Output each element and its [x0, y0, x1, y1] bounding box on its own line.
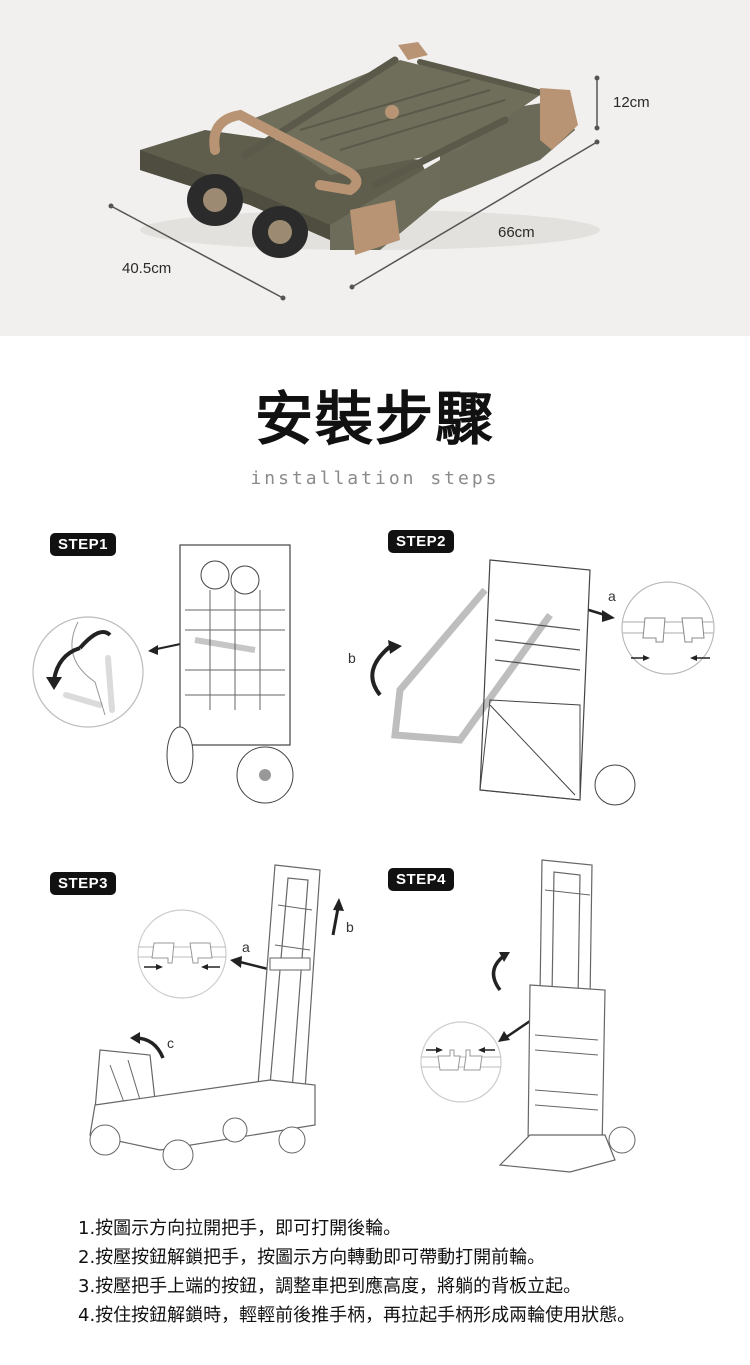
- step2-label-a: a: [608, 588, 616, 604]
- step3-label-c: c: [167, 1035, 174, 1051]
- step1-diagram: [30, 530, 350, 820]
- instruction-step-4: 4.按住按鈕解鎖時，輕輕前後推手柄，再拉起手柄形成兩輪使用狀態。: [78, 1305, 636, 1326]
- length-dimension-label: 66cm: [498, 224, 535, 241]
- instruction-step-2: 2.按壓按鈕解鎖把手，按圖示方向轉動即可帶動打開前輪。: [78, 1247, 546, 1268]
- step3-cart-illustration: a b c: [89, 864, 354, 1171]
- product-hero-image: 12cm 66cm 40.5cm: [0, 0, 750, 336]
- step3-badge: STEP3: [50, 872, 117, 895]
- step1-badge: STEP1: [50, 533, 117, 556]
- step2-label-b: b: [348, 650, 356, 666]
- step2-badge: STEP2: [388, 530, 455, 553]
- instruction-list: 1.按圖示方向拉開把手，即可打開後輪。 2.按壓按鈕解鎖把手，按圖示方向轉動即可…: [78, 1214, 635, 1330]
- step2-diagram: a b: [340, 530, 750, 820]
- page-subtitle: installation steps: [250, 468, 500, 489]
- step4-badge: STEP4: [388, 868, 455, 891]
- step2-cart-illustration: a b: [348, 559, 715, 806]
- step4-cart-illustration: [420, 859, 636, 1173]
- height-dimension-label: 12cm: [613, 94, 650, 111]
- folded-cart-illustration: [108, 42, 600, 301]
- page-title: 安裝步驟: [254, 385, 495, 453]
- instruction-step-1: 1.按圖示方向拉開把手，即可打開後輪。: [78, 1218, 402, 1239]
- step3-diagram: a b c: [30, 850, 370, 1171]
- step4-diagram: [370, 850, 670, 1180]
- width-dimension-label: 40.5cm: [122, 260, 172, 277]
- step1-cart-illustration: [32, 544, 294, 804]
- step3-label-b: b: [346, 919, 354, 935]
- instruction-step-3: 3.按壓把手上端的按鈕，調整車把到應高度，將躺的背板立起。: [78, 1276, 582, 1297]
- step3-label-a: a: [242, 939, 250, 955]
